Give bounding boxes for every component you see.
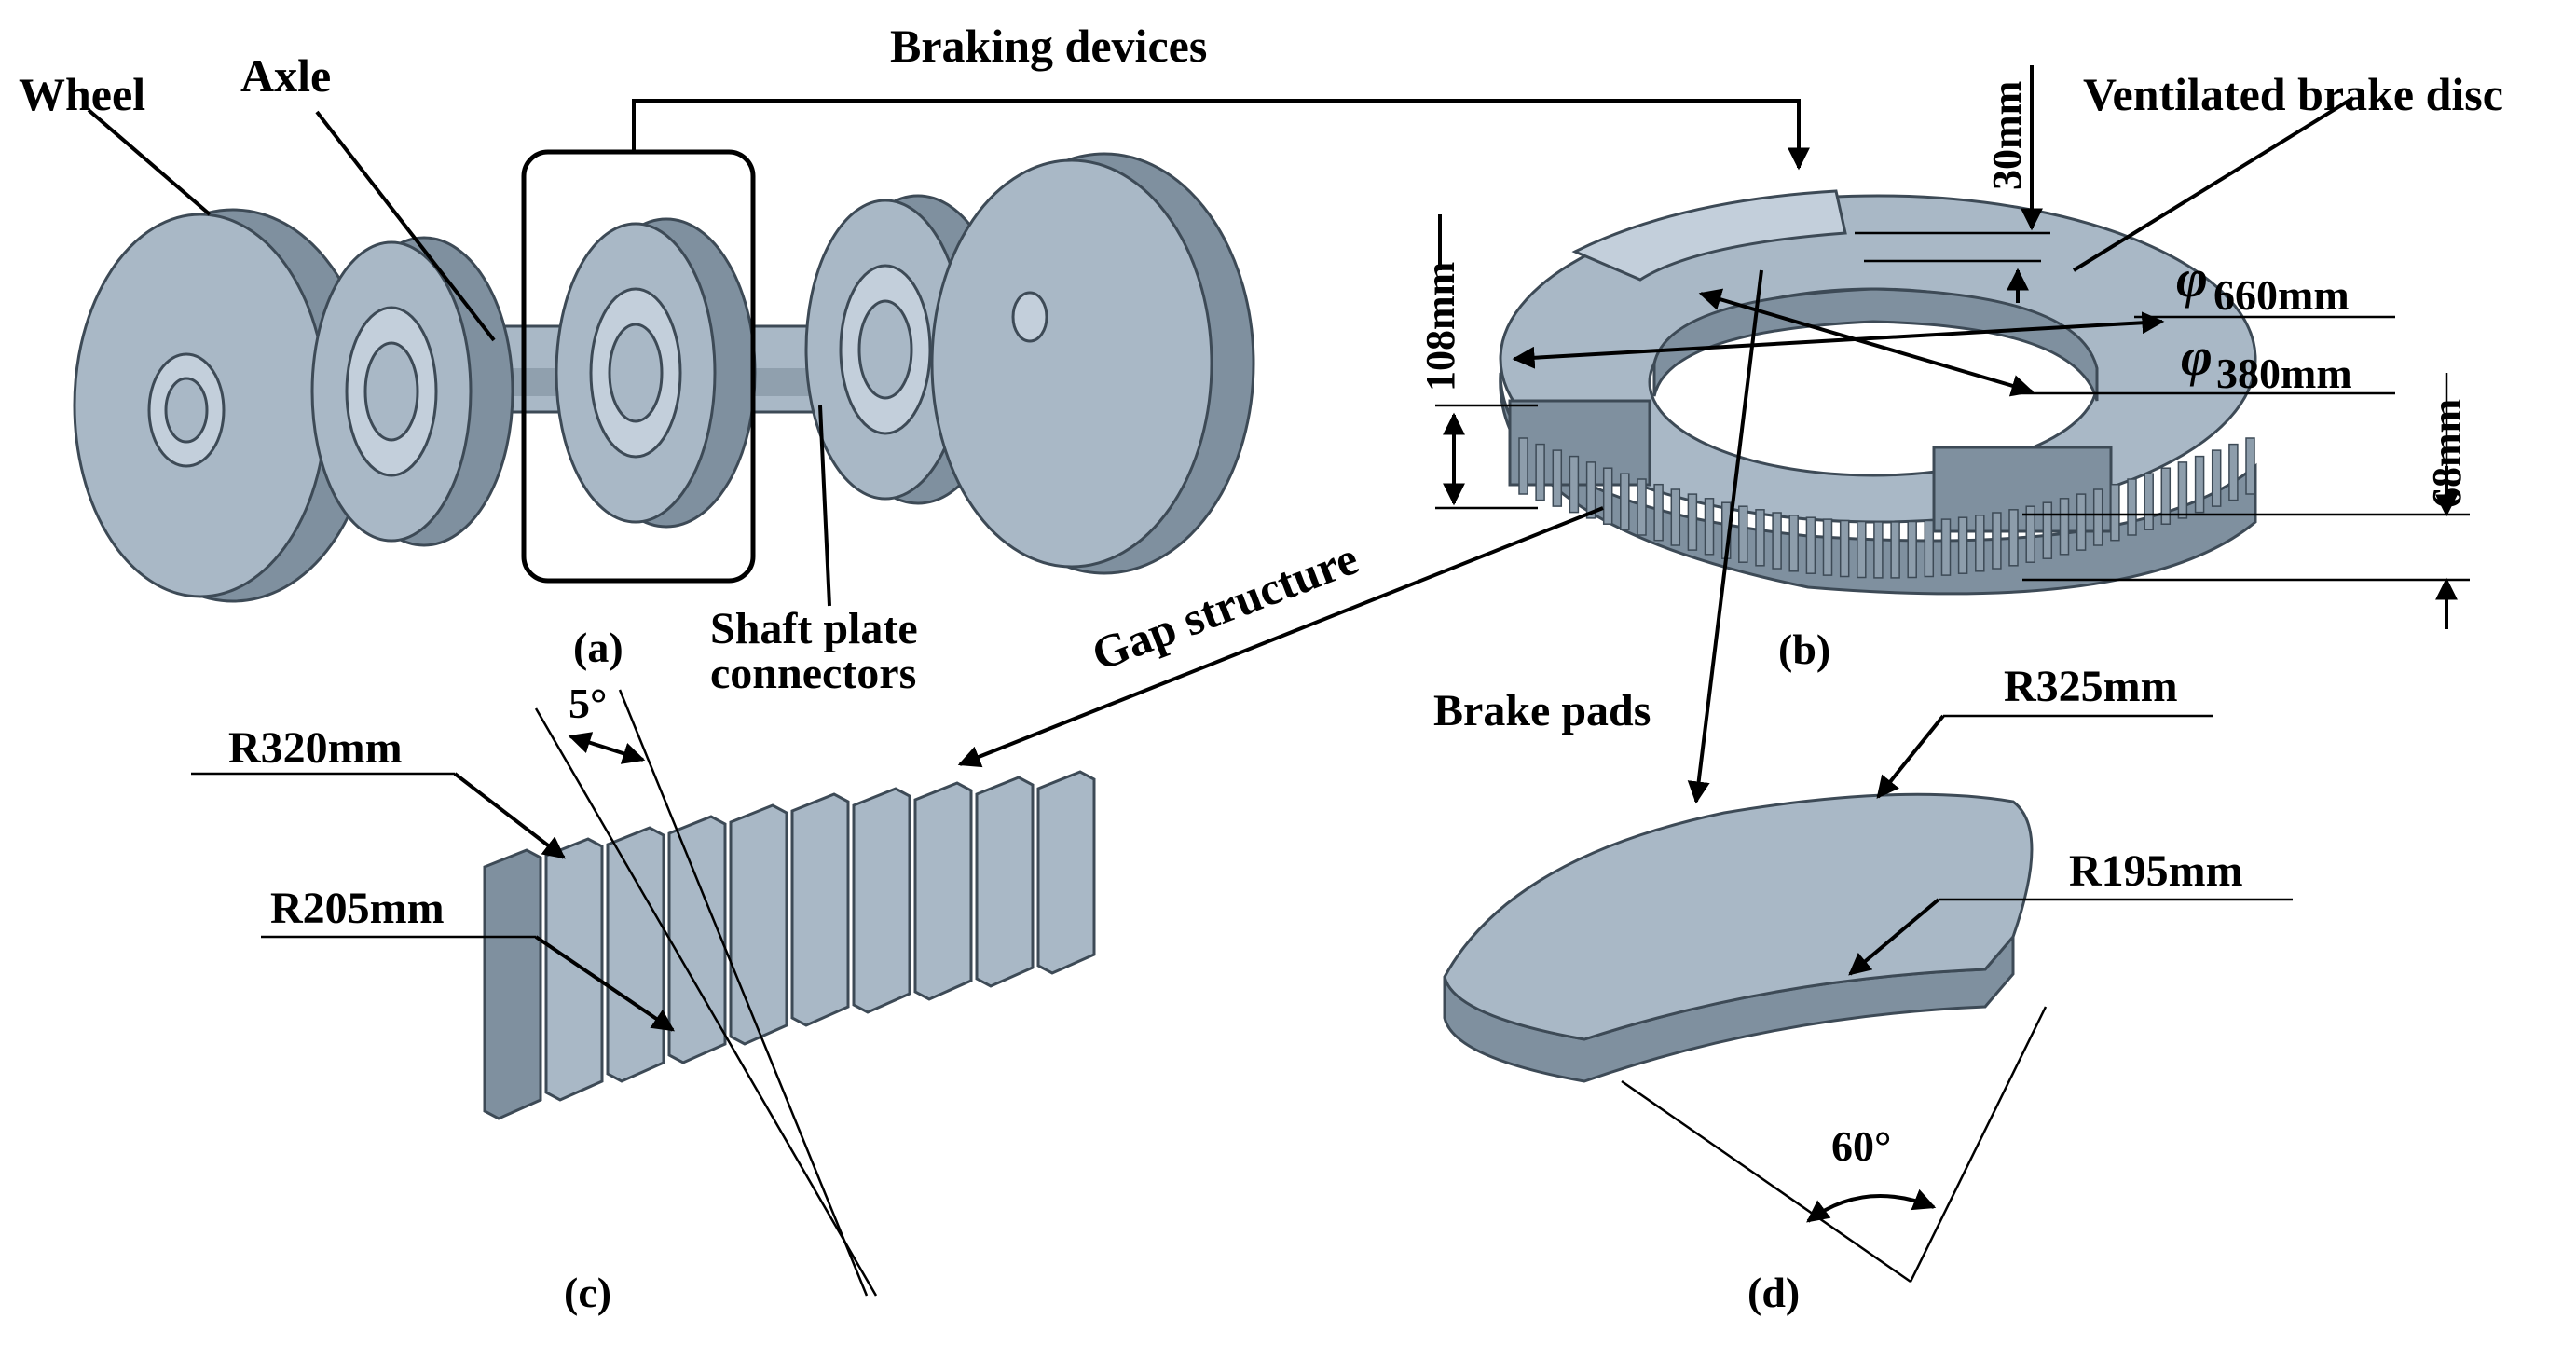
- gap-fin: [606, 826, 665, 1083]
- disc-fin: [2076, 493, 2087, 551]
- gap-fin: [852, 787, 911, 1014]
- gap-fin: [667, 815, 727, 1064]
- dim-108-label: 108mm: [1418, 262, 1463, 391]
- disc-fin: [1755, 509, 1765, 567]
- disc-fin: [1857, 520, 1867, 579]
- disc-fin: [1704, 498, 1715, 556]
- disc-fin: [1957, 516, 1968, 574]
- gap-structure-fins: [483, 770, 1096, 1120]
- axle-label: Axle: [240, 49, 331, 102]
- disc-fin: [1653, 483, 1664, 542]
- panel-d-label: (d): [1747, 1269, 1800, 1316]
- dia-660-label: 660mm: [2213, 271, 2350, 319]
- dia-380-label: 380mm: [2216, 350, 2352, 397]
- disc-fin: [1552, 449, 1563, 507]
- wheel-label: Wheel: [19, 68, 145, 120]
- r320-label: R320mm: [228, 723, 403, 773]
- phi-380-symbol: φ: [2181, 326, 2213, 387]
- phi-660-symbol: φ: [2176, 248, 2208, 309]
- disc-fin: [2194, 455, 2205, 514]
- disc-fin: [2110, 483, 2120, 542]
- braking-devices-label: Braking devices: [890, 20, 1207, 72]
- gap-fin: [729, 803, 788, 1046]
- angle-60-label: 60°: [1831, 1122, 1891, 1170]
- disc-fin: [2092, 488, 2103, 546]
- disc-fin: [2008, 509, 2019, 567]
- disc-fin: [1924, 519, 1935, 578]
- gap-fin: [975, 776, 1035, 988]
- disc-label: Ventilated brake disc: [2083, 68, 2503, 120]
- right-wheel: [930, 152, 1255, 575]
- disc-fin: [2177, 461, 2188, 519]
- disc-fin: [2245, 437, 2255, 495]
- disc-fin: [2144, 473, 2154, 530]
- gap-fin: [913, 781, 973, 1001]
- disc-fin: [1518, 437, 1528, 495]
- disc-fin: [1907, 520, 1917, 579]
- panel-b-label: (b): [1778, 625, 1830, 673]
- disc-fin: [1805, 516, 1816, 574]
- disc-fin: [1839, 519, 1850, 578]
- gap-fin: [544, 837, 604, 1102]
- disc-fin: [1670, 488, 1681, 546]
- braking-devices-highlight-box: [521, 149, 756, 584]
- disc-fin: [2228, 443, 2239, 501]
- disc-fin: [1637, 478, 1647, 536]
- panel-c-label: (c): [564, 1269, 611, 1316]
- disc-fin: [1620, 473, 1630, 530]
- disc-fin: [1873, 521, 1884, 579]
- disc-fin: [2160, 467, 2172, 525]
- disc-fin: [2127, 478, 2137, 536]
- dim-68-label: 68mm: [2424, 399, 2470, 508]
- r205-label: R205mm: [270, 884, 445, 933]
- dim-30-label: 30mm: [1984, 81, 2030, 190]
- disc-fin: [1535, 443, 1545, 501]
- disc-fin: [2059, 498, 2070, 556]
- disc-fin: [1788, 515, 1799, 572]
- shaft-label-line2: connectors: [710, 649, 916, 698]
- brake-pad: [1443, 792, 2034, 1083]
- middle-brake-disc: [555, 217, 757, 529]
- disc-fin: [1585, 461, 1596, 519]
- disc-fin: [2025, 505, 2035, 563]
- disc-fin: [1975, 515, 1985, 572]
- disc-fin: [1602, 467, 1613, 525]
- disc-fin: [1569, 455, 1580, 514]
- disc-fin: [2211, 449, 2222, 507]
- disc-fin: [1687, 493, 1698, 551]
- brake-pads-label: Brake pads: [1433, 686, 1651, 735]
- disc-fin: [1738, 505, 1748, 563]
- disc-fin: [1992, 512, 2002, 570]
- r195-label: R195mm: [2069, 846, 2243, 896]
- disc-fins: [1518, 437, 2255, 579]
- disc-fin: [1822, 518, 1833, 576]
- disc-fin: [1772, 512, 1782, 570]
- panel-a-label: (a): [573, 624, 623, 671]
- left-brake-disc: [310, 236, 514, 547]
- shaft-label-line1: Shaft plate: [710, 604, 918, 653]
- r325-label: R325mm: [2004, 662, 2178, 711]
- disc-fin: [1940, 518, 1952, 576]
- gap-fin: [1036, 770, 1096, 975]
- wheelset-assembly: [73, 149, 1255, 603]
- gap-fin: [790, 792, 850, 1027]
- disc-fin: [1890, 521, 1900, 579]
- disc-fin: [2042, 501, 2053, 559]
- angle-5-label: 5°: [569, 680, 607, 727]
- gap-fin: [483, 848, 542, 1120]
